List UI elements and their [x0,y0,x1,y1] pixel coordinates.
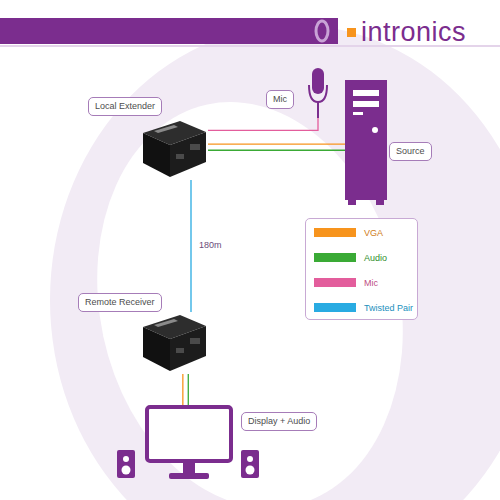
legend-swatch [314,228,356,237]
node-label: Local Extender [88,97,162,116]
legend-swatch [314,303,356,312]
legend-text: VGA [364,226,383,240]
speaker-right [241,450,259,478]
legend-swatch [314,278,356,287]
node-label: Source [389,142,432,161]
brand-logo: intronics [361,17,466,47]
cable-line [208,150,345,151]
node-label: Mic [266,90,294,109]
device-node: Display + Audio [145,405,233,480]
cable-line [188,374,189,405]
node-label: Remote Receiver [78,293,162,312]
node-label: Display + Audio [241,412,317,431]
legend-row: Twisted Pair [314,301,413,315]
device-node: Remote Receiver [140,312,208,374]
logo-square [347,28,356,37]
device-icon [140,312,208,374]
device-node: Source [345,80,387,205]
background-hole [61,73,440,500]
logo-ring [316,21,328,41]
cable-line [208,143,345,144]
background-ring [50,25,500,500]
cable-line [182,374,183,405]
distance-label: 180m [197,240,224,251]
legend-text: Audio [364,251,387,265]
device-icon [140,118,208,180]
mic-icon [306,68,330,118]
header-band [0,18,338,44]
cable-line [208,118,318,130]
legend-box: VGA AudioMicTwisted Pair [305,218,418,320]
legend-swatch [314,253,356,262]
legend-text: Twisted Pair [364,301,413,315]
legend-text: Mic [364,276,378,290]
device-node: Mic [306,68,330,118]
monitor-icon [145,405,233,480]
cable-line [190,180,191,312]
device-node: Local Extender [140,118,208,180]
legend-row: Audio [314,251,387,265]
legend-row: VGA [314,226,383,240]
tower-icon [345,80,387,205]
legend-row: Mic [314,276,378,290]
speaker-left [117,450,135,478]
